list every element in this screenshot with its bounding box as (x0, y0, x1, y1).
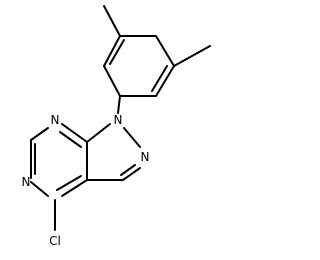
bond (151, 65, 168, 92)
methyl-groups (103, 5, 211, 67)
bond (103, 35, 121, 67)
atom-label-n5: N (22, 175, 31, 189)
methyl-bond (173, 45, 211, 67)
pyrimidine-ring (30, 123, 88, 197)
bond (103, 65, 121, 97)
atom-label-n7: N (51, 113, 60, 127)
bond (61, 123, 88, 143)
bond (109, 39, 125, 65)
methyl-bond (103, 5, 121, 37)
bond (120, 164, 136, 176)
atom-label-n1: N (114, 113, 123, 127)
bond (30, 127, 49, 141)
bond (86, 123, 111, 143)
dimethylphenyl-ring (103, 35, 175, 97)
pyrazole-ring (86, 123, 141, 181)
bond (30, 181, 49, 197)
atom-label-cl: Cl (49, 234, 61, 248)
bond (123, 127, 141, 148)
bond (122, 167, 141, 181)
bond (59, 131, 82, 148)
structure-diagram: N N N N Cl (22, 5, 211, 248)
aryl-nitrogen-bond (117, 95, 121, 114)
bond (61, 179, 88, 197)
bond (155, 35, 175, 67)
molecule-drawing: N N N N Cl (22, 5, 211, 248)
bond (155, 65, 175, 97)
bond (56, 175, 82, 191)
atom-label-n2: N (141, 150, 150, 164)
